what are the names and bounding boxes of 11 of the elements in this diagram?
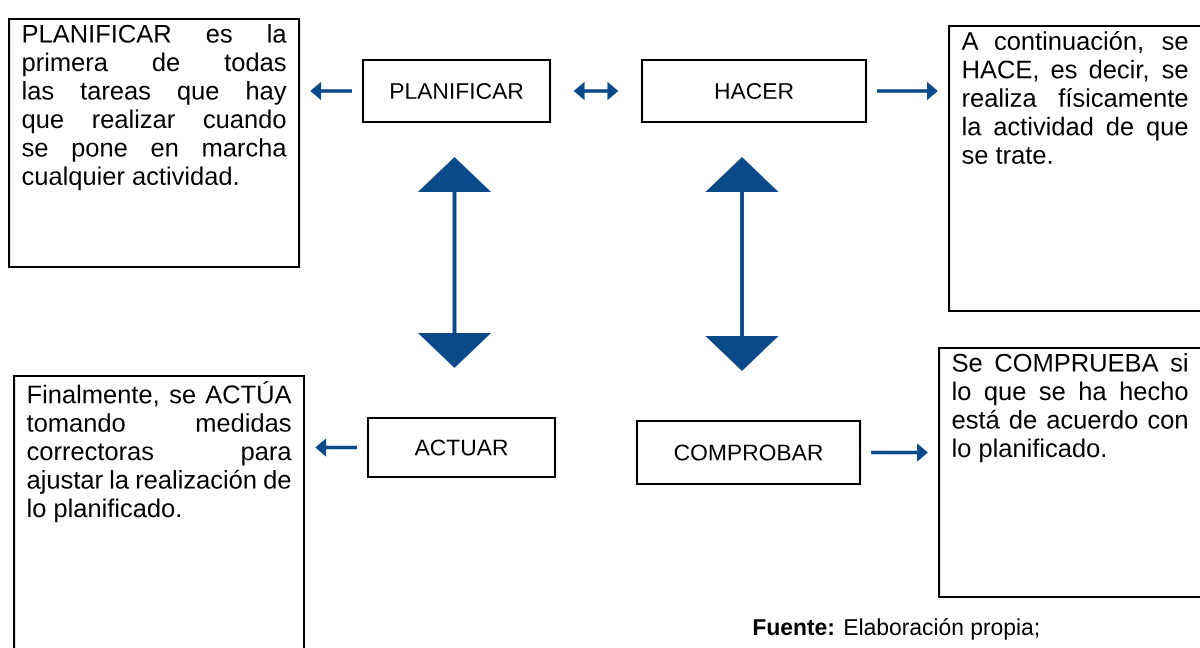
source-note: Fuente: Elaboración propia; bbox=[753, 618, 1039, 640]
description-box: Se COMPRUEBA si lo que se ha hecho está de acuerdo con lo planificado. bbox=[938, 347, 1200, 599]
step-box: COMPROBAR bbox=[635, 419, 862, 486]
description-box: Finalmente, se ACTÚA tomando medidas correctoras para ajustar la realización de lo planificado. bbox=[13, 375, 306, 648]
arrow bbox=[417, 157, 492, 368]
step-box: HACER bbox=[640, 58, 868, 124]
step-box: ACTUAR bbox=[366, 416, 557, 479]
step-box: PLANIFICAR bbox=[361, 58, 552, 124]
description-box: A continuación, se HACE, es decir, se realiza físicamente la actividad de que se trate. bbox=[948, 25, 1200, 313]
description-box: PLANIFICAR es la primera de todas las tareas que hay que realizar cuando se pone en marcha cualquier actividad. bbox=[8, 18, 301, 269]
arrow bbox=[705, 157, 779, 371]
